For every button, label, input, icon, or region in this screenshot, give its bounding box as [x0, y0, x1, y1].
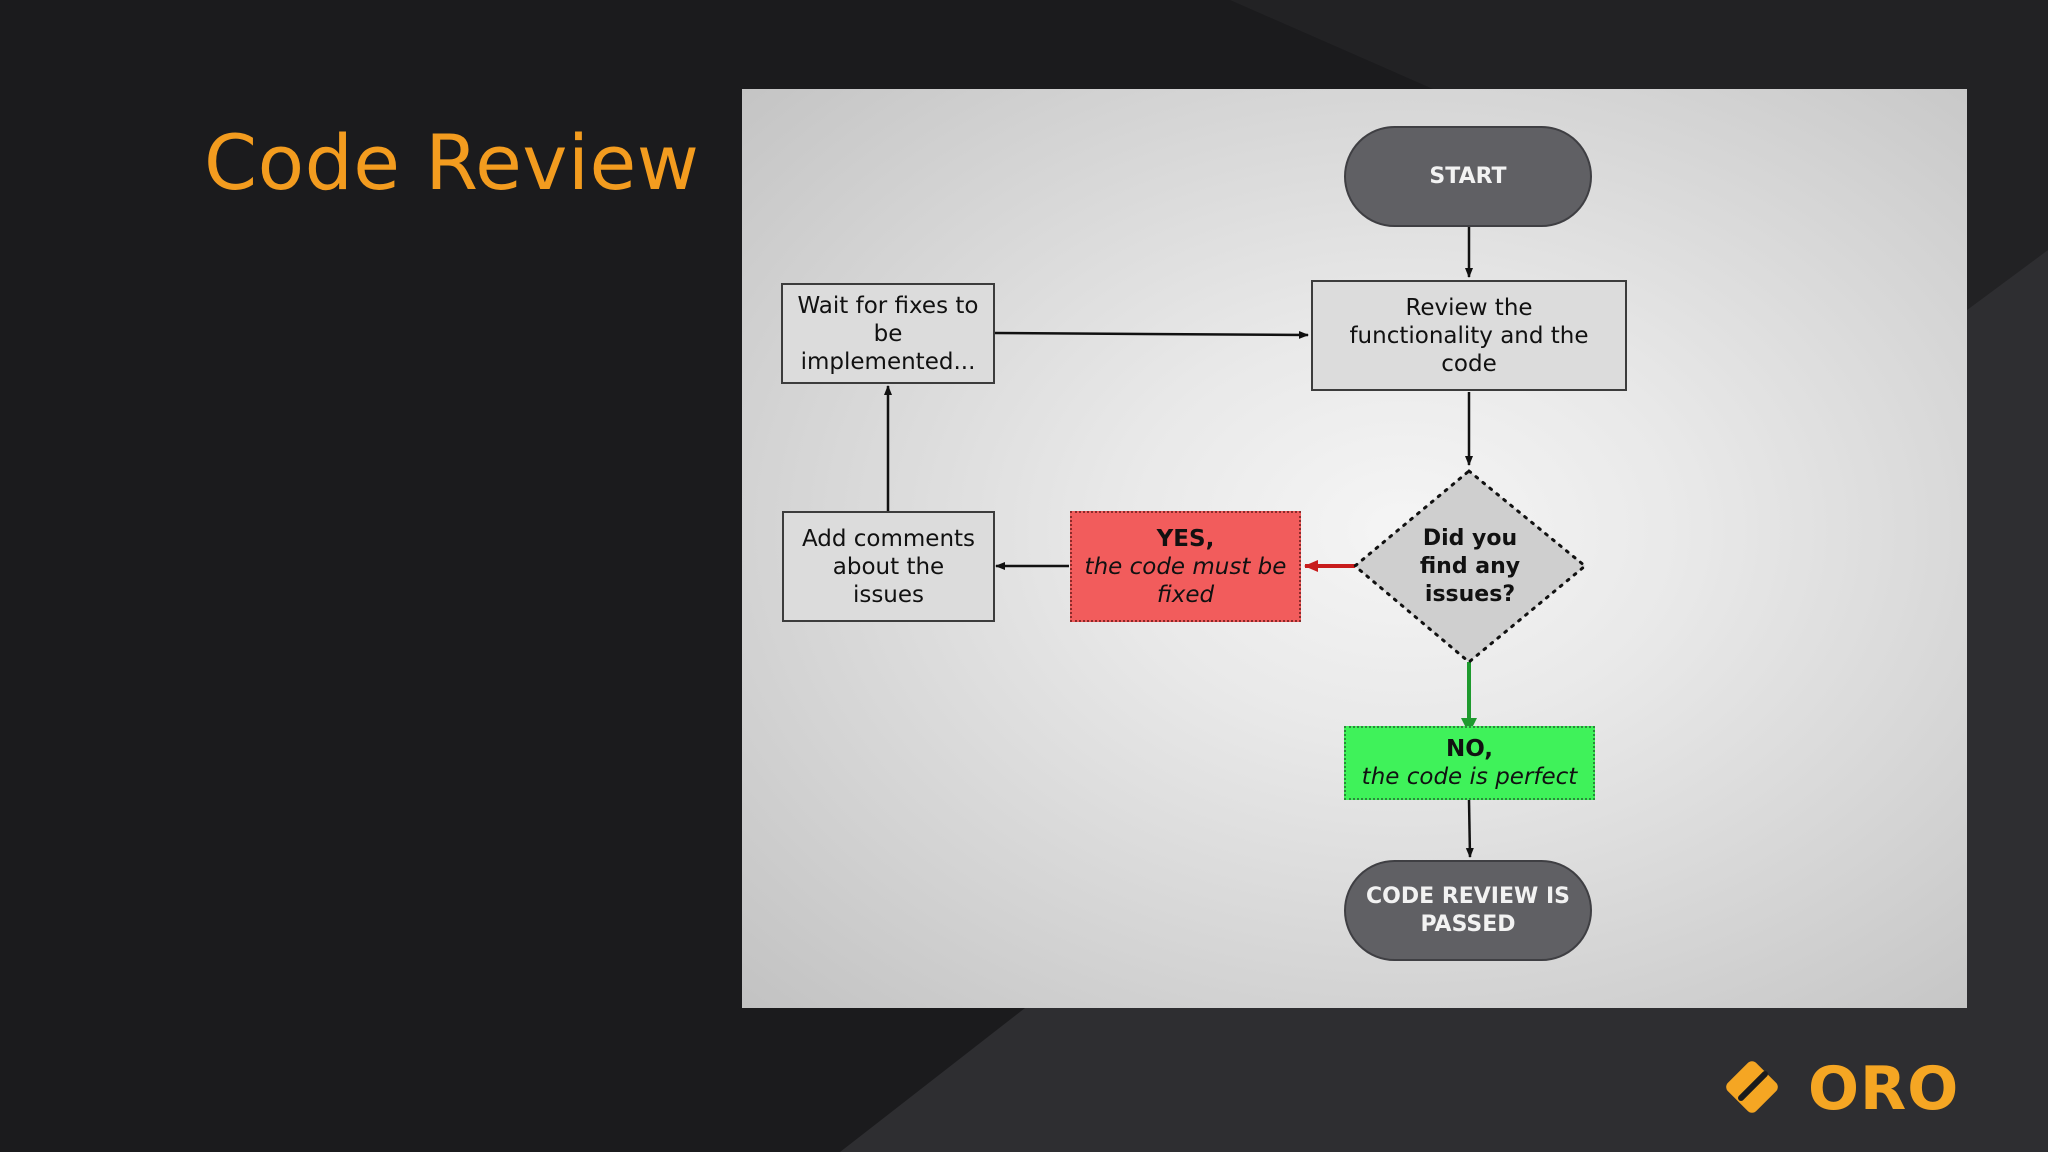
review-label: Review the functionality and the code [1349, 294, 1589, 377]
yes-label: YES, [1156, 525, 1215, 552]
brand-wordmark: ORO [1808, 1054, 1960, 1124]
start-node: START [1344, 126, 1592, 227]
oro-logo-icon [1726, 1061, 1778, 1113]
no-detail: the code is perfect [1361, 764, 1578, 790]
decision-line-1: Did you [1422, 525, 1518, 551]
add-comments-node: Add comments about the issues [782, 511, 995, 622]
yes-node: YES, the code must be fixed [1070, 511, 1301, 622]
arrow-no-to-end [1465, 799, 1474, 858]
end-label: CODE REVIEW IS PASSED [1366, 883, 1570, 937]
decision-diamond [1352, 469, 1588, 664]
decision-line-2: find any [1419, 553, 1521, 579]
decision-line-3: issues? [1424, 581, 1516, 607]
add-comments-label: Add comments about the issues [801, 525, 976, 608]
no-label: NO, [1445, 736, 1494, 762]
yes-detail: the code must be fixed [1084, 553, 1287, 608]
start-label: START [1429, 163, 1507, 189]
wait-node: Wait for fixes to be implemented... [781, 283, 995, 384]
flowchart-connectors [884, 227, 1588, 858]
decision-node: Did you find any issues? [1355, 471, 1585, 662]
review-node: Review the functionality and the code [1311, 280, 1627, 391]
flowchart-diagram: START Review the functionality and the c… [742, 89, 1967, 1008]
arrow-wait-to-review [994, 330, 1309, 339]
slide-title: Code Review [204, 118, 700, 207]
no-node: NO, the code is perfect [1344, 726, 1595, 800]
decision-label: Did you find any issues? [1355, 471, 1585, 662]
end-node: CODE REVIEW IS PASSED [1344, 860, 1592, 961]
wait-label: Wait for fixes to be implemented... [797, 292, 979, 375]
